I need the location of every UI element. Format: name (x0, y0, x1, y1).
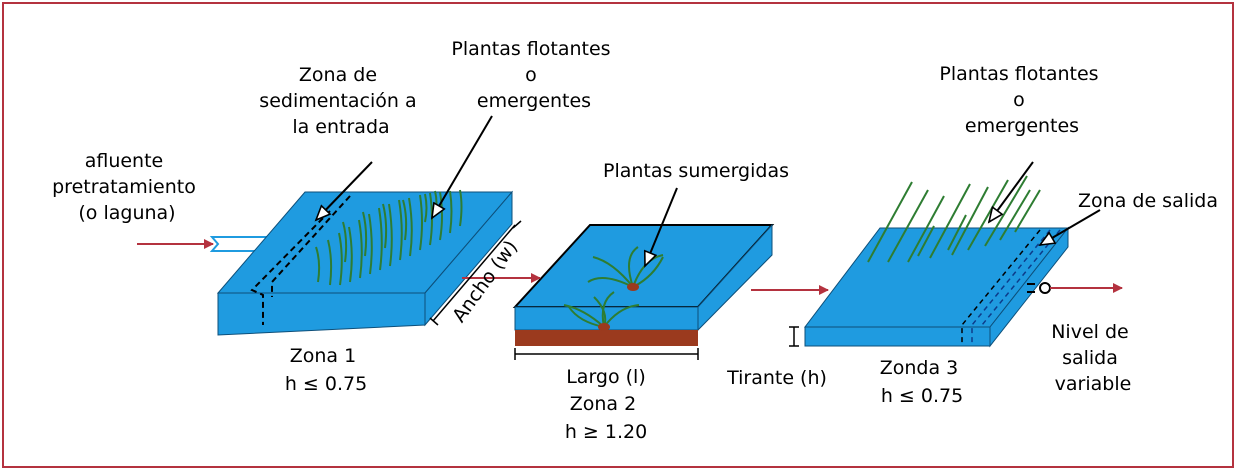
zone2-label: Zona 2 h ≥ 1.20 (565, 393, 647, 443)
zone3-basin (803, 226, 1070, 348)
submerged-plants-pointer-arrow (645, 187, 678, 266)
zone2-line: Zona 2 (570, 393, 636, 415)
influent-label: afluente pretratamiento (o laguna) (52, 150, 202, 224)
zone1-plants (315, 189, 463, 286)
zone2-line: h ≥ 1.20 (565, 421, 647, 443)
zone2-basin (512, 223, 775, 346)
outlet-zone-pointer-arrow (1040, 209, 1101, 245)
sedimentation-line: sedimentación a (259, 90, 416, 112)
outlet-level-line: salida (1062, 347, 1118, 369)
outlet-level-label: Nivel de salida variable (1051, 321, 1135, 395)
floating-plants-1-line: o (525, 64, 537, 86)
length-label: Largo (l) (566, 366, 646, 388)
floating-plants-1-pointer-arrow (432, 115, 493, 218)
zone1-label: Zona 1 h ≤ 0.75 (285, 345, 367, 395)
floating-plants-label-1: Plantas flotantes o emergentes (451, 38, 616, 112)
floating-plants-3-line: emergentes (965, 115, 1079, 137)
zone2-plant-root (598, 323, 610, 331)
sedimentation-line: la entrada (292, 116, 389, 138)
zone3-line: h ≤ 0.75 (881, 385, 963, 407)
floating-plants-1-line: emergentes (477, 90, 591, 112)
depth-marker (789, 326, 799, 347)
depth-label: Tirante (h) (726, 367, 827, 389)
outlet-level-line: variable (1055, 373, 1132, 395)
width-dimension-line (432, 224, 516, 322)
zone1-line: h ≤ 0.75 (285, 373, 367, 395)
zone3-line: Zonda 3 (880, 357, 959, 379)
floating-plants-3-pointer-arrow (989, 161, 1034, 222)
width-dimension-line (429, 317, 439, 326)
floating-plants-3-line: o (1013, 89, 1025, 111)
sedimentation-line: Zona de (299, 64, 377, 86)
width-dimension-line (512, 220, 522, 229)
zone1-line: Zona 1 (290, 345, 356, 367)
floating-plants-3-line: Plantas flotantes (939, 63, 1098, 85)
zone3-plants (867, 175, 1041, 263)
sedimentation-pointer-arrow (316, 161, 373, 220)
influent-line: (o laguna) (78, 202, 175, 224)
influent-line: pretratamiento (52, 176, 196, 198)
sedimentation-zone-label: Zona de sedimentación a la entrada (259, 64, 422, 138)
outlet-pipe-circle (1039, 282, 1051, 294)
floating-plants-1-line: Plantas flotantes (451, 38, 610, 60)
floating-plants-label-3: Plantas flotantes o emergentes (939, 63, 1104, 137)
influent-line: afluente (85, 150, 164, 172)
zone3-label: Zonda 3 h ≤ 0.75 (880, 357, 965, 407)
outlet-level-line: Nivel de (1051, 321, 1129, 343)
sediment-layer (515, 330, 698, 346)
outlet-zone-label: Zona de salida (1078, 190, 1218, 212)
submerged-plants-label: Plantas sumergidas (603, 160, 789, 182)
zone2-plant-root (627, 283, 639, 291)
